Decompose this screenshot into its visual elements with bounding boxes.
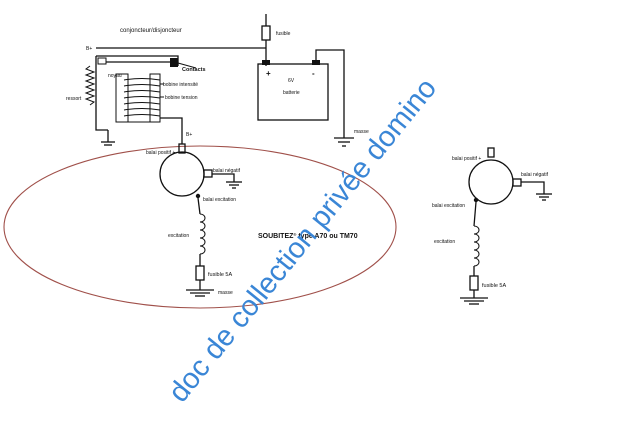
balai-negatif-left-wire	[212, 173, 235, 182]
excitation-left-lead	[197, 197, 201, 215]
battery-plus-terminal	[262, 60, 270, 65]
noyau-label: noyau	[108, 73, 122, 79]
battery	[257, 63, 329, 121]
fuse-5a-left	[195, 265, 205, 281]
battery-plus-label: +	[266, 69, 271, 78]
masse-battery-label: masse	[354, 129, 369, 135]
excitation-left-coil	[199, 213, 206, 255]
fuse-5a-left-label: fusible 5A	[208, 272, 232, 278]
highlight-ellipse	[3, 145, 397, 309]
b-plus-lower-label: B+	[186, 132, 192, 138]
battery-label: batterie	[283, 90, 300, 96]
fuse-top	[261, 25, 271, 41]
balai-negatif-right-label: balai négatif	[521, 172, 549, 178]
spring-ressort	[84, 65, 96, 106]
battery-voltage-label: 6V	[288, 78, 295, 84]
balai-positif-right-label: balai positif +	[452, 156, 481, 162]
generator-right: balai positif + balai négatif balai exci…	[432, 147, 552, 305]
balai-negatif-left-label: balai négatif	[213, 168, 241, 174]
frame-bracket	[97, 57, 107, 65]
excitation-right-lead	[473, 201, 477, 227]
balai-excitation-right-dot	[473, 197, 479, 203]
relay-frame	[95, 55, 179, 131]
relay-output-wire	[160, 117, 183, 144]
masse-left-label: masse	[218, 290, 233, 296]
fuse-5a-right	[469, 275, 479, 291]
coil-windings	[123, 78, 161, 117]
generator-left: balai positif + balai négatif balai exci…	[3, 143, 397, 309]
balai-positif-right-brush	[487, 147, 495, 158]
balai-negatif-left-brush	[203, 169, 213, 178]
contact-block	[170, 58, 178, 67]
generator-type-label: SOUBITEZ®type A70 ou TM70	[258, 232, 358, 241]
b-plus-top-label: B+	[86, 46, 92, 52]
battery-circuit: fusible + - 6V batterie masse	[257, 14, 369, 147]
generator-right-armature	[468, 159, 514, 205]
balai-negatif-right-wire	[521, 181, 545, 194]
battery-ground-wire	[315, 49, 345, 138]
excitation-left-label: excitation	[168, 233, 189, 239]
bobine-tension-label: bobine tension	[165, 95, 198, 101]
battery-minus-label: -	[312, 69, 315, 78]
battery-minus-terminal	[312, 60, 320, 65]
balai-positif-left-label: balai positif +	[146, 150, 175, 156]
generator-left-armature	[159, 151, 205, 197]
bobine-intensite-label: bobine intensité	[163, 82, 198, 88]
fuse-5a-right-label: fusible 5A	[482, 283, 506, 289]
ressort-label: ressort	[66, 96, 82, 102]
cutout-relay: conjoncteur/disjoncteur B+ Contacts noya…	[66, 28, 266, 146]
contacts-label: Contacts	[182, 67, 206, 73]
balai-excitation-left-label: balai excitation	[203, 197, 236, 203]
cutout-relay-title: conjoncteur/disjoncteur	[120, 28, 182, 34]
balai-negatif-right-brush	[512, 178, 522, 187]
excitation-right-coil	[473, 225, 480, 267]
balai-excitation-left-dot	[195, 193, 201, 199]
balai-excitation-right-label: balai excitation	[432, 203, 465, 209]
fuse-top-label: fusible	[276, 31, 291, 37]
excitation-right-label: excitation	[434, 239, 455, 245]
contacts-pointer	[177, 62, 197, 69]
